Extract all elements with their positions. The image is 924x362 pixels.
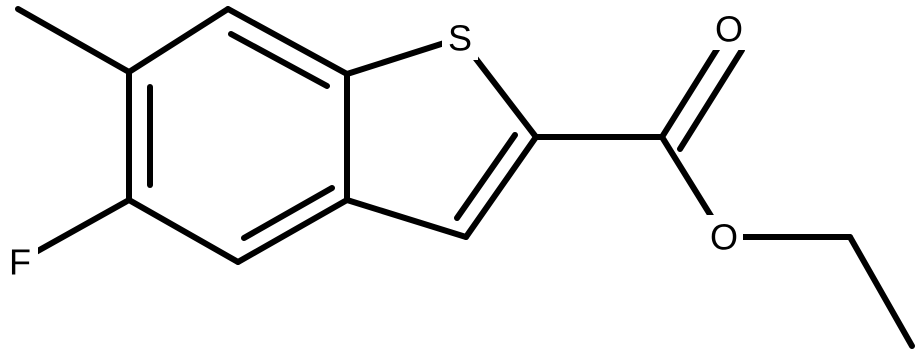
atom-labels: S O O F bbox=[4, 6, 748, 284]
bond-c5-c4 bbox=[126, 197, 241, 265]
fluorine-label: F bbox=[9, 242, 31, 283]
sulfur-atom: S bbox=[442, 16, 478, 60]
carbonyl-oxygen-label: O bbox=[715, 9, 743, 50]
ester-oxygen-label: O bbox=[710, 217, 738, 258]
bond-c2-c3 bbox=[463, 134, 539, 240]
bond-c7-c6 bbox=[126, 6, 231, 75]
bond-c7a-c7 bbox=[225, 6, 350, 77]
bond-ch2-ch3 bbox=[847, 234, 915, 349]
bond-carbonyl-o-a bbox=[659, 35, 727, 140]
bond-c3-c3a bbox=[344, 197, 469, 240]
bond-c4-c3a-inner bbox=[241, 185, 335, 241]
sulfur-label: S bbox=[448, 18, 472, 59]
bond-c6-methyl bbox=[15, 6, 132, 75]
bond-c4-c3a bbox=[235, 197, 350, 265]
fluorine-atom: F bbox=[4, 240, 38, 284]
bond-c7-c7a-inner bbox=[228, 31, 330, 89]
ester-oxygen-atom: O bbox=[705, 215, 743, 259]
bond-c7a-s bbox=[344, 35, 463, 77]
bond-carbonyl-o-b bbox=[677, 47, 745, 152]
bond-c2-c3-inner bbox=[454, 132, 518, 221]
carbonyl-oxygen-atom: O bbox=[710, 6, 748, 50]
